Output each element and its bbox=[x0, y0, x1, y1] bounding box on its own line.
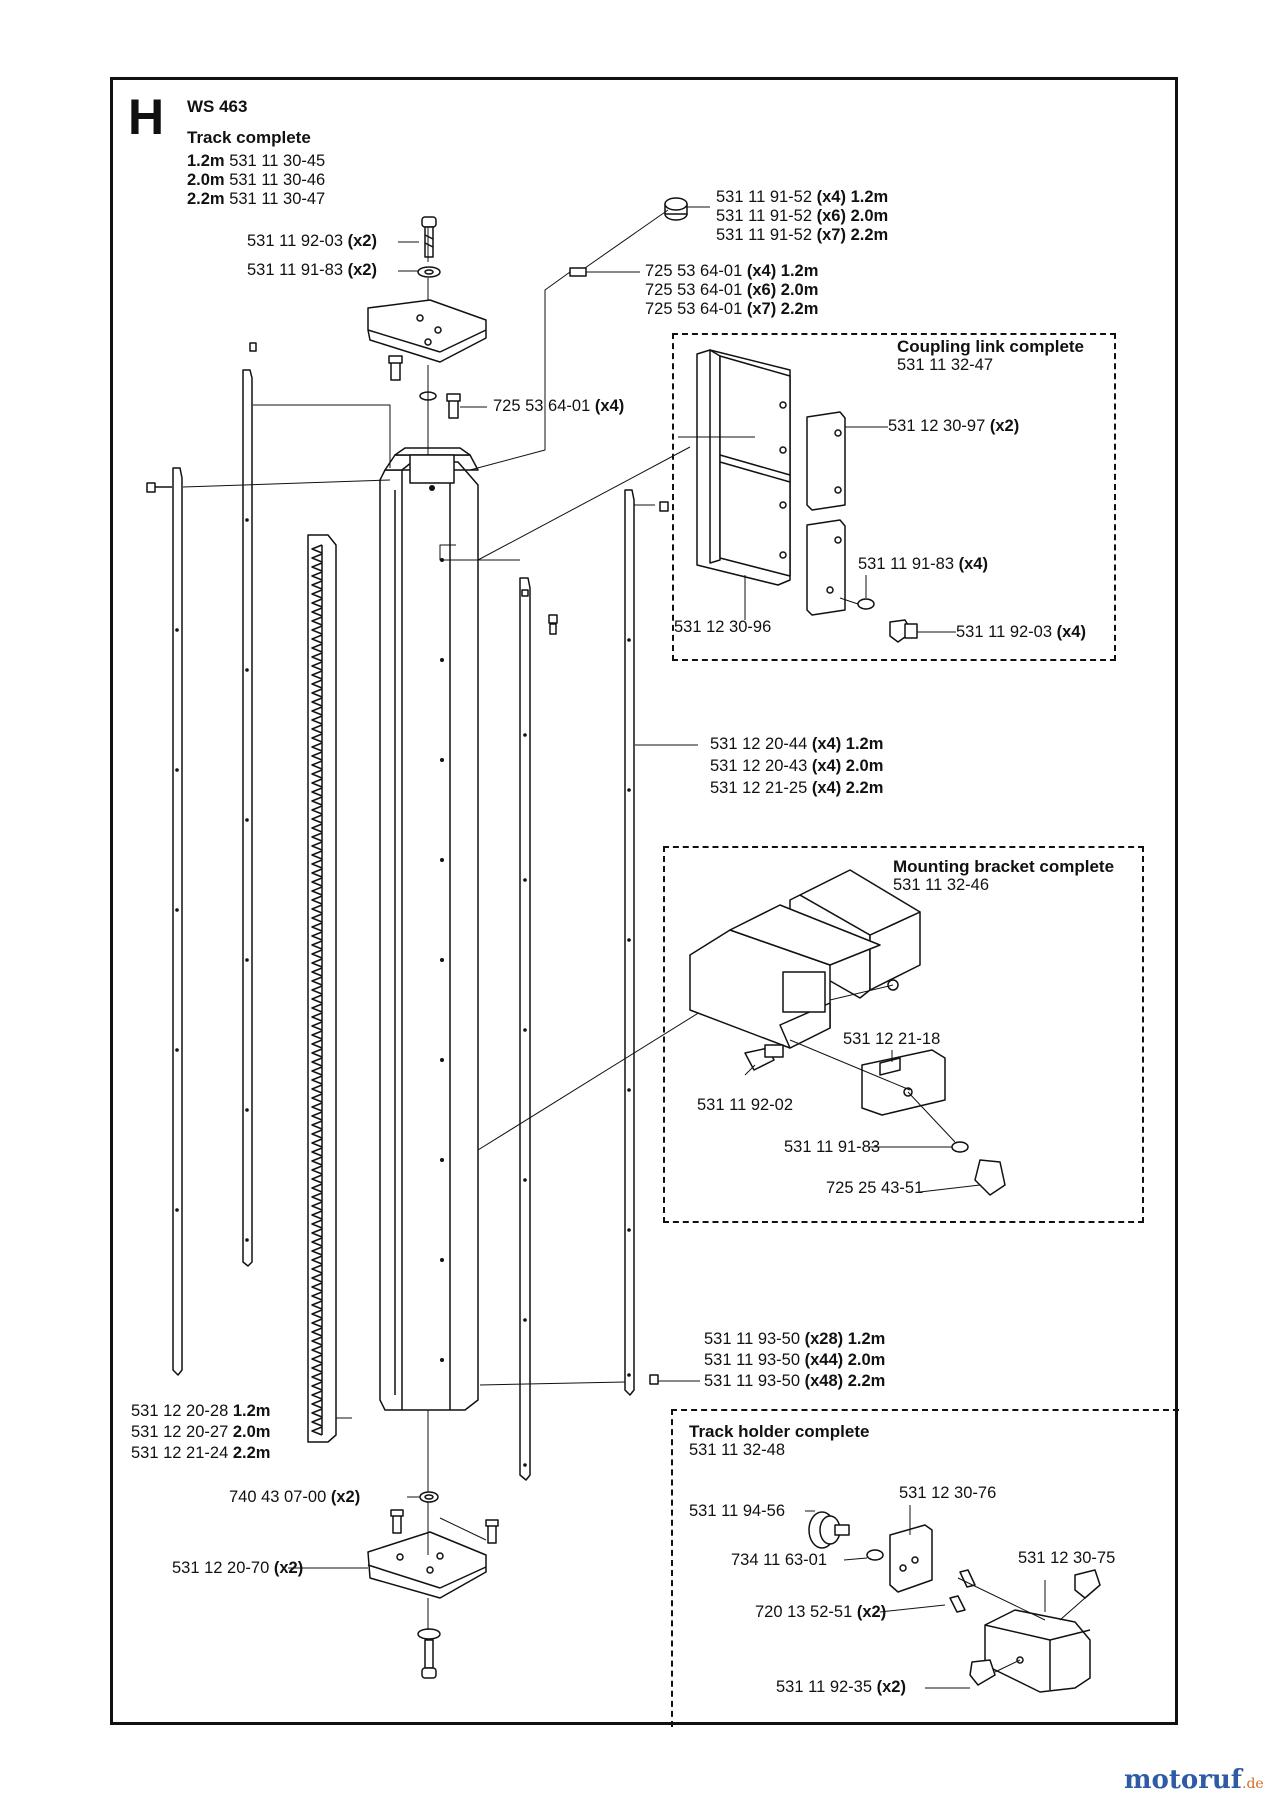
part-label-screw-top: 725 53 64-01 (x4) bbox=[493, 397, 625, 415]
part-label-holder-block: 531 12 30-75 bbox=[1018, 1549, 1116, 1567]
part-label-mount-bolt: 531 11 92-02 bbox=[697, 1096, 794, 1114]
coupling-link-title: Coupling link complete bbox=[897, 337, 1085, 356]
track-holder-box bbox=[671, 1409, 1179, 1727]
part-label-screw-side: 725 53 64-01 (x4) 1.2m bbox=[645, 262, 819, 280]
part-label-plate-bottom: 531 12 20-70 (x2) bbox=[172, 1559, 304, 1577]
top-bolt bbox=[417, 216, 441, 278]
track-profile bbox=[379, 447, 479, 1411]
mounting-bracket-box bbox=[663, 846, 1144, 1223]
part-label-strip: 531 12 20-43 (x4) 2.0m bbox=[710, 757, 884, 775]
mounting-bracket-drawing bbox=[689, 869, 1006, 1196]
part-label-mount-washer: 531 11 91-83 bbox=[784, 1138, 881, 1156]
top-end-plate bbox=[367, 299, 487, 363]
toothed-rack bbox=[307, 534, 337, 1443]
part-label-coupling-bolt: 531 11 92-03 (x4) bbox=[956, 623, 1086, 641]
part-label-small-screw: 531 11 93-50 (x28) 1.2m bbox=[704, 1330, 886, 1348]
track-complete-title: Track complete bbox=[187, 128, 311, 147]
diagram-frame bbox=[110, 77, 1178, 1725]
part-label-mount-bolt2: 725 25 43-51 bbox=[826, 1179, 924, 1197]
part-label-washer-bottom: 740 43 07-00 (x2) bbox=[229, 1488, 361, 1506]
track-profile-holes bbox=[429, 485, 444, 1362]
side-strip-right-inner bbox=[519, 489, 635, 1481]
track-variant: 1.2m 531 11 30-45 bbox=[187, 152, 326, 170]
track-holder-drawing bbox=[808, 1511, 1101, 1693]
part-label-knob: 531 11 91-52 (x6) 2.0m bbox=[716, 207, 889, 225]
part-label-rack: 531 12 20-27 2.0m bbox=[131, 1423, 271, 1441]
part-label-holder-screw: 531 11 92-35 (x2) bbox=[776, 1678, 906, 1696]
model-name: WS 463 bbox=[187, 97, 248, 116]
part-label-small-screw: 531 11 93-50 (x48) 2.2m bbox=[704, 1372, 886, 1390]
part-label-knob: 531 11 91-52 (x4) 1.2m bbox=[716, 188, 889, 206]
part-label-strip: 531 12 21-25 (x4) 2.2m bbox=[710, 779, 884, 797]
coupling-link-drawing bbox=[696, 349, 918, 643]
part-label-small-screw: 531 11 93-50 (x44) 2.0m bbox=[704, 1351, 886, 1369]
track-holder-part: 531 11 32-48 bbox=[689, 1441, 786, 1459]
part-label-strip: 531 12 20-44 (x4) 1.2m bbox=[710, 735, 884, 753]
part-label-screw-side: 725 53 64-01 (x7) 2.2m bbox=[645, 300, 819, 318]
part-label-link-plate: 531 12 30-97 (x2) bbox=[888, 417, 1020, 435]
track-holder-title: Track holder complete bbox=[689, 1422, 870, 1441]
coupling-link-part: 531 11 32-47 bbox=[897, 356, 994, 374]
mounting-bracket-part: 531 11 32-46 bbox=[893, 876, 990, 894]
mounting-bracket-title: Mounting bracket complete bbox=[893, 857, 1115, 876]
track-variant: 2.2m 531 11 30-47 bbox=[187, 190, 326, 208]
part-label-clamp: 531 12 21-18 bbox=[843, 1030, 941, 1048]
part-label-rack: 531 12 21-24 2.2m bbox=[131, 1444, 271, 1462]
watermark-logo: motoruf.de bbox=[1124, 1765, 1264, 1795]
track-variant: 2.0m 531 11 30-46 bbox=[187, 171, 326, 189]
bottom-end-plate bbox=[367, 1491, 499, 1679]
part-label-screw-side: 725 53 64-01 (x6) 2.0m bbox=[645, 281, 819, 299]
section-letter: H bbox=[128, 89, 165, 145]
part-label-holder-knob: 531 11 94-56 bbox=[689, 1502, 786, 1520]
part-label-coupling-body: 531 12 30-96 bbox=[674, 618, 772, 636]
part-label-coupling-washer: 531 11 91-83 (x4) bbox=[858, 555, 988, 573]
part-label-rack: 531 12 20-28 1.2m bbox=[131, 1402, 271, 1420]
part-label-holder-washer: 734 11 63-01 bbox=[731, 1551, 828, 1569]
part-label-knob: 531 11 91-52 (x7) 2.2m bbox=[716, 226, 889, 244]
part-label-holder-plate: 531 12 30-76 bbox=[899, 1484, 997, 1502]
part-label-washer-top: 531 11 91-83 (x2) bbox=[247, 261, 377, 279]
part-label-bolt-top: 531 11 92-03 (x2) bbox=[247, 232, 377, 250]
side-strip-left-outer bbox=[172, 369, 253, 1376]
part-label-holder-pin: 720 13 52-51 (x2) bbox=[755, 1603, 887, 1621]
coupling-link-box bbox=[672, 333, 1116, 661]
